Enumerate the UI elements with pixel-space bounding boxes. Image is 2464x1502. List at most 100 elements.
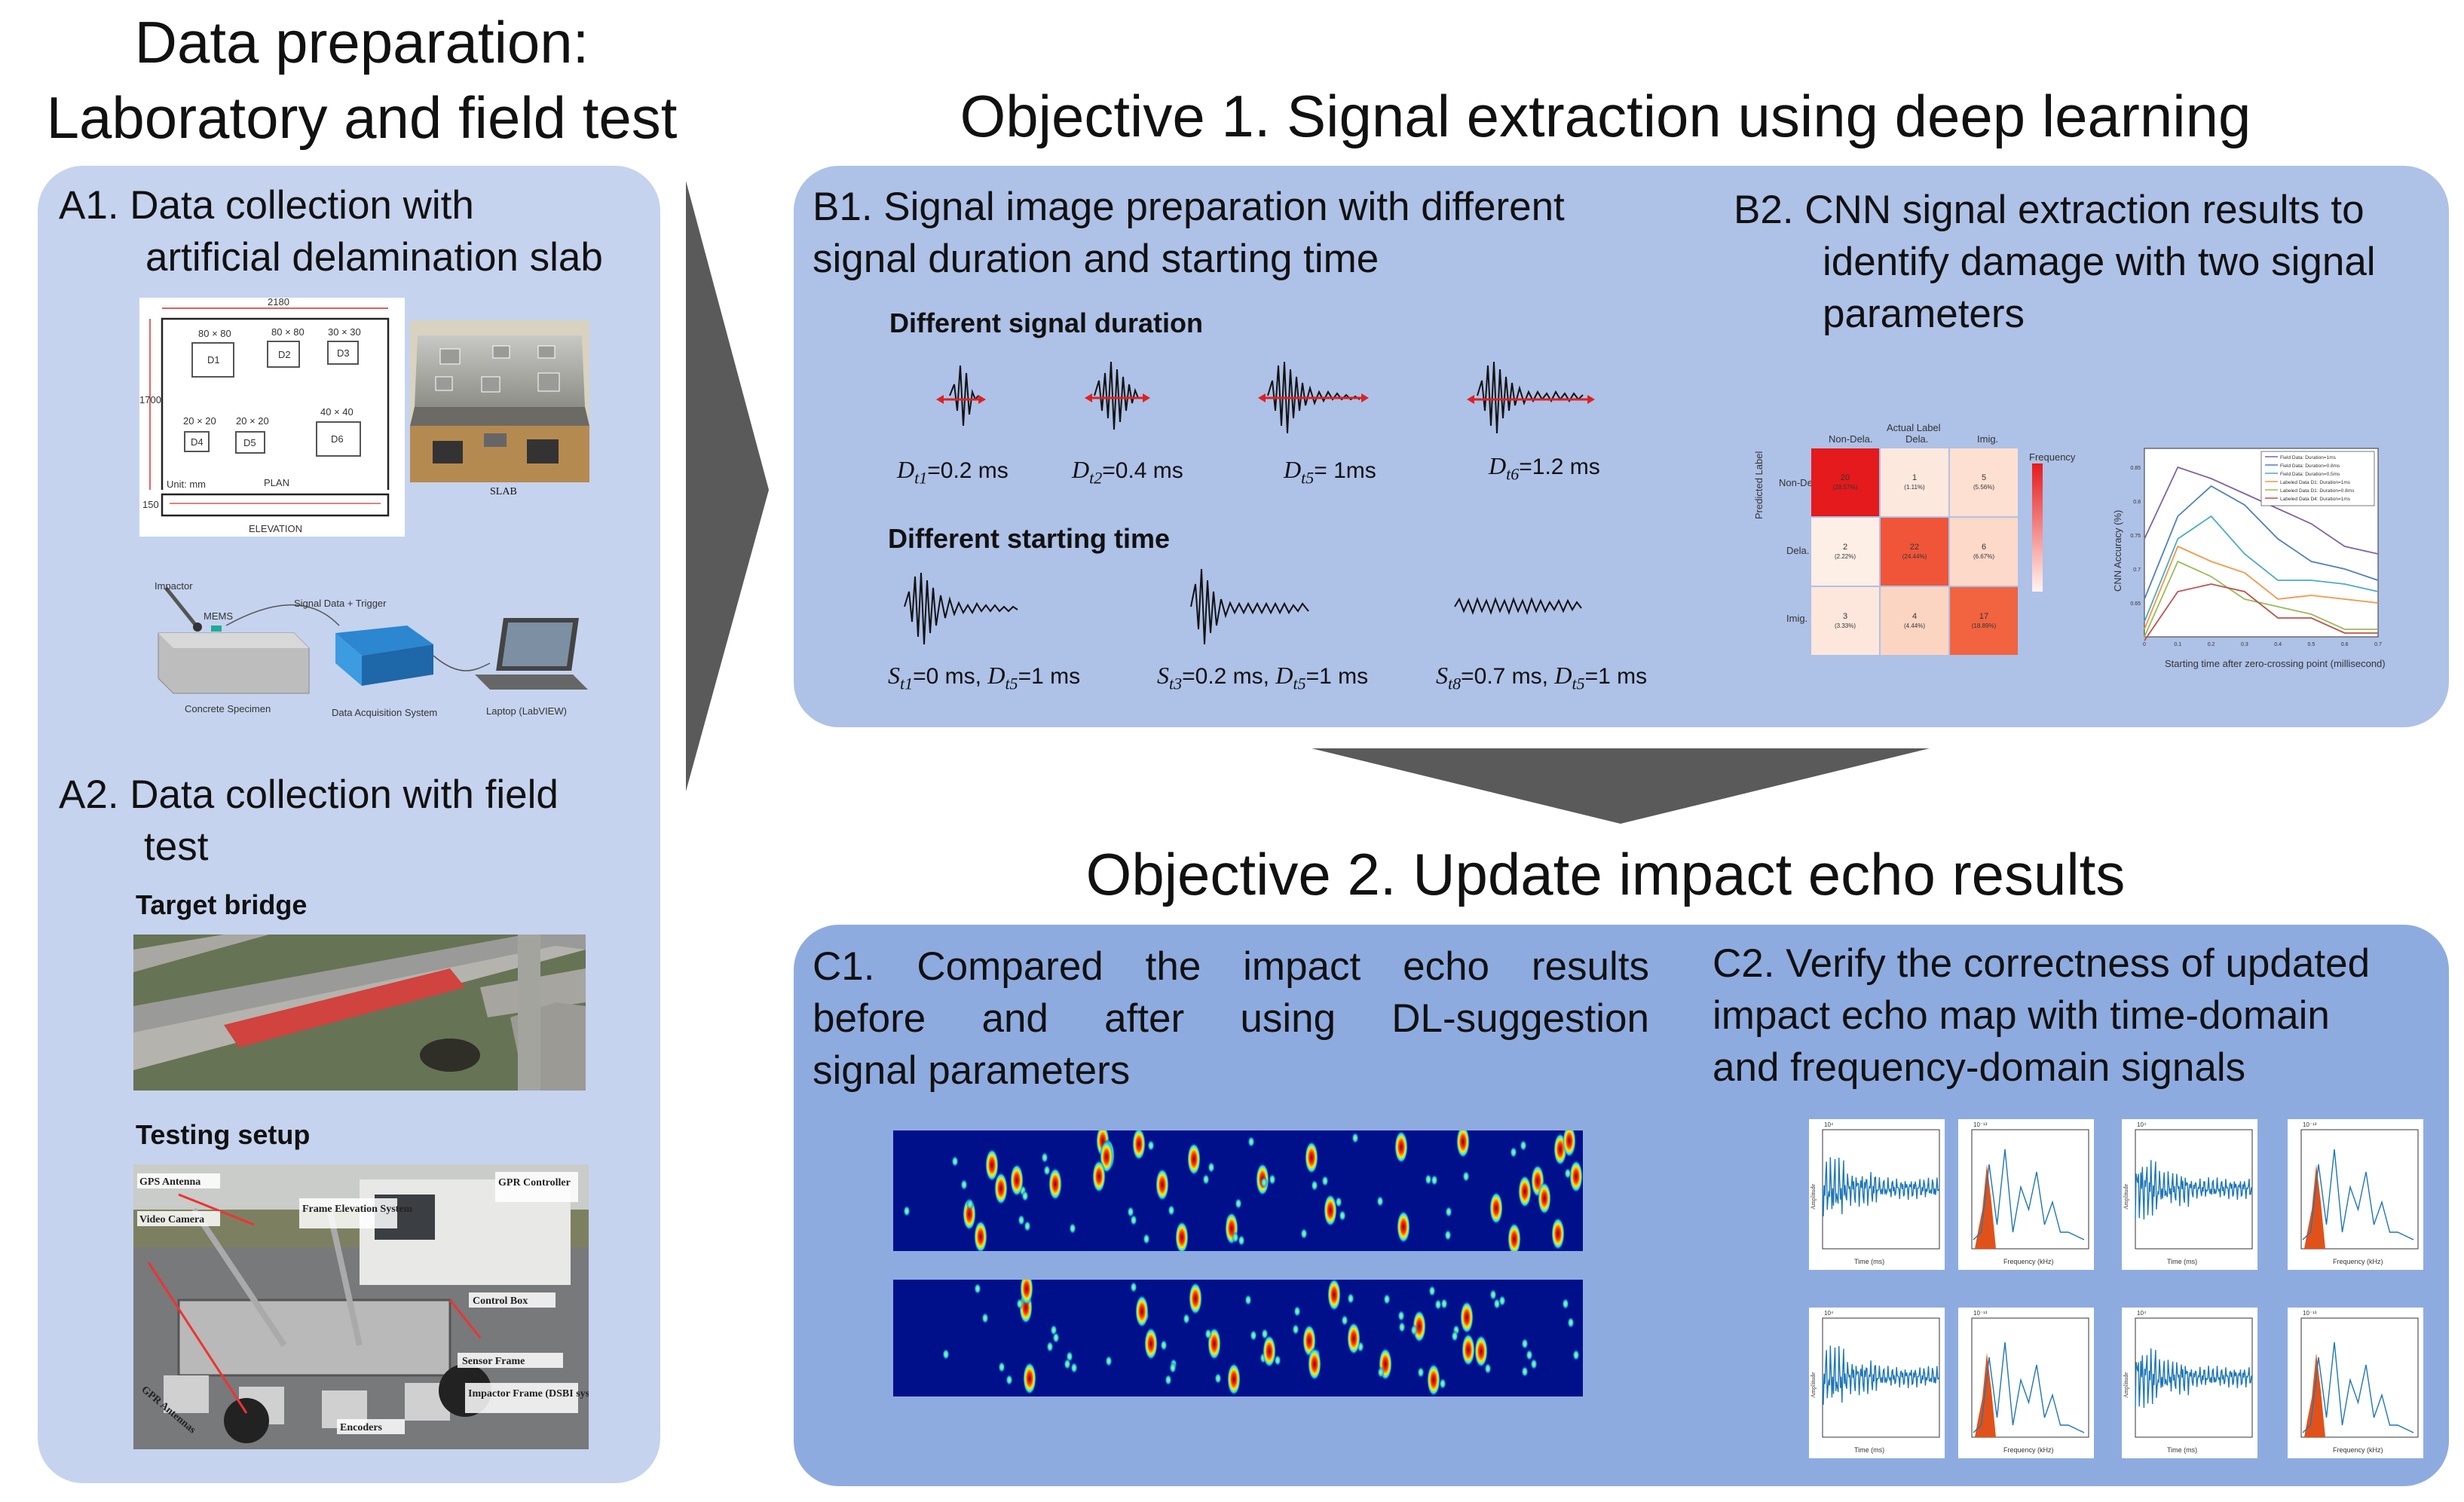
signal-trace [2302,1341,2414,1433]
confusion-cell-text: (28.57%) [1833,484,1858,491]
confusion-cell-text: 20 [1841,473,1850,482]
confusion-cell [1811,518,1879,586]
a1-title-line2: artificial delamination slab [145,235,603,280]
confusion-cell-text: 5 [1982,473,1986,482]
confusion-cell [1811,448,1879,516]
heatmap-hotspot [1439,1378,1446,1390]
heatmap-hotspot [1417,1366,1425,1378]
slab-photo [410,320,589,482]
left-heading-line1: Data preparation: [134,9,589,75]
confusion-col-0: Non-Dela. [1829,433,1873,445]
plot-exponent: 10⁻¹³ [2303,1121,2317,1128]
heatmap-hotspot [1069,1222,1076,1234]
start-label-3: St8=0.7 ms, Dt5=1 ms [1436,662,1648,693]
heatmap-hotspot [1244,1294,1252,1306]
b2-title-line2: identify damage with two signal [1823,240,2376,284]
heatmap-hotspot [1023,1362,1036,1395]
heatmap-hotspot [1498,1295,1506,1307]
accuracy-xtick: 0.6 [2341,642,2349,647]
confusion-cell-text: 1 [1912,473,1917,482]
start-signals [904,568,1582,645]
delam-size-4: 20 × 20 [183,415,216,427]
dim-top: 2180 [268,298,289,307]
confusion-cell [1811,587,1879,655]
heatmap-hotspot [942,1348,950,1360]
heatmap-hotspot [1214,1372,1222,1384]
confusion-cell-text: 2 [1843,543,1847,552]
heatmap-hotspot [1428,1285,1436,1297]
left-heading: Data preparation: Laboratory and field t… [0,5,724,155]
duration-signal-2 [1085,361,1150,430]
heatmap-hotspot [1410,1324,1418,1336]
plot-exponent: 10⁻¹³ [2303,1310,2317,1317]
start-signal-1 [904,572,1018,645]
testing-setup-label: Testing setup [136,1119,311,1150]
confusion-cell-text: 4 [1912,612,1917,621]
amp-ylabel: Amplitude [1810,1372,1817,1398]
lab-daq-label: Data Acquisition System [332,707,437,718]
c2-title: C2. Verify the correctness of updated im… [1713,938,2370,1094]
heatmap-hotspot [1563,1130,1576,1158]
objective1-heading: Objective 1. Signal extraction using dee… [960,83,2251,149]
delam-d6: D6 [331,433,344,445]
heatmap-hotspot [974,1220,987,1251]
heatmap-hotspot [1263,1335,1276,1368]
heatmap-hotspot [1434,1299,1442,1311]
confusion-cell-text: (4.44%) [1904,623,1925,629]
heatmap-hotspot [1130,1281,1137,1293]
amp-ylabel: Amplitude [2123,1372,2129,1398]
accuracy-xtick: 0 [2143,642,2146,647]
accuracy-xlabel: Starting time after zero-crossing point … [2165,658,2386,669]
accuracy-series-line [2144,583,2378,641]
confusion-cell-text: (5.56%) [1973,484,1994,491]
confusion-row-2: Imig. [1786,613,1807,624]
heatmap-hotspot [1132,1130,1146,1161]
heatmap-hotspot [1292,1323,1299,1335]
field-gpr-ctrl-label: GPR Controller [498,1177,571,1188]
spectrum-fill [2304,1164,2325,1249]
heatmap-hotspot [1175,1221,1189,1251]
heatmap-hotspot [1016,1298,1024,1310]
time-xlabel: Time (ms) [1854,1446,1884,1454]
heatmap-hotspot [1018,1214,1025,1226]
frequency-domain-plot: Frequency (kHz)10⁻¹³ [2288,1119,2423,1270]
accuracy-xtick: 0.7 [2374,642,2382,647]
heatmap-hotspot [1048,1167,1062,1201]
lab-laptop-label: Laptop (LabVIEW) [486,705,567,717]
c1-title-line1: C1. Compared the impact echo results [813,944,1649,989]
heatmap-hotspot [1489,1289,1497,1301]
accuracy-xtick: 0.3 [2241,642,2248,647]
elevation-label: ELEVATION [249,523,302,534]
b1-title-line2: signal duration and starting time [813,237,1379,281]
time-xlabel: Time (ms) [1854,1258,1884,1265]
heatmap-hotspot [1484,1363,1492,1375]
heatmap-hotspot [1010,1164,1024,1197]
target-bridge-label: Target bridge [136,889,308,920]
heatmap-hotspot [1020,1280,1033,1305]
confusion-cell [1881,587,1948,655]
objective2-heading: Objective 2. Update impact echo results [1085,841,2126,907]
heatmap-hotspot [1520,1140,1527,1152]
delam-d2: D2 [278,349,291,360]
field-sensor-frame-label: Sensor Frame [462,1356,525,1367]
field-gps-label: GPS Antenna [139,1176,200,1188]
signal-trace [1973,1341,2085,1433]
accuracy-xtick: 0.2 [2208,642,2215,647]
accuracy-ytick: 0.65 [2130,601,2141,607]
delam-d4: D4 [191,436,204,448]
heatmap-hotspot [1274,1354,1281,1366]
confusion-cell-text: (24.44%) [1902,553,1927,560]
a2-title: A2. Data collection with field test [59,769,559,873]
heatmap-hotspot [1189,1282,1202,1315]
heatmap-hotspot [1460,1301,1474,1334]
confusion-cell [1950,518,2018,586]
plot-exponent: 10⁴ [1824,1310,1834,1317]
heatmap-hotspot [1431,1174,1438,1186]
accuracy-series-line [2144,560,2378,638]
heatmap-hotspot [1202,1173,1210,1185]
confusion-cell-text: 22 [1910,543,1919,552]
accuracy-ytick: 0.8 [2133,500,2141,505]
heatmap-hotspot [1321,1175,1329,1187]
a2-title-line1: A2. Data collection with field [59,772,559,817]
